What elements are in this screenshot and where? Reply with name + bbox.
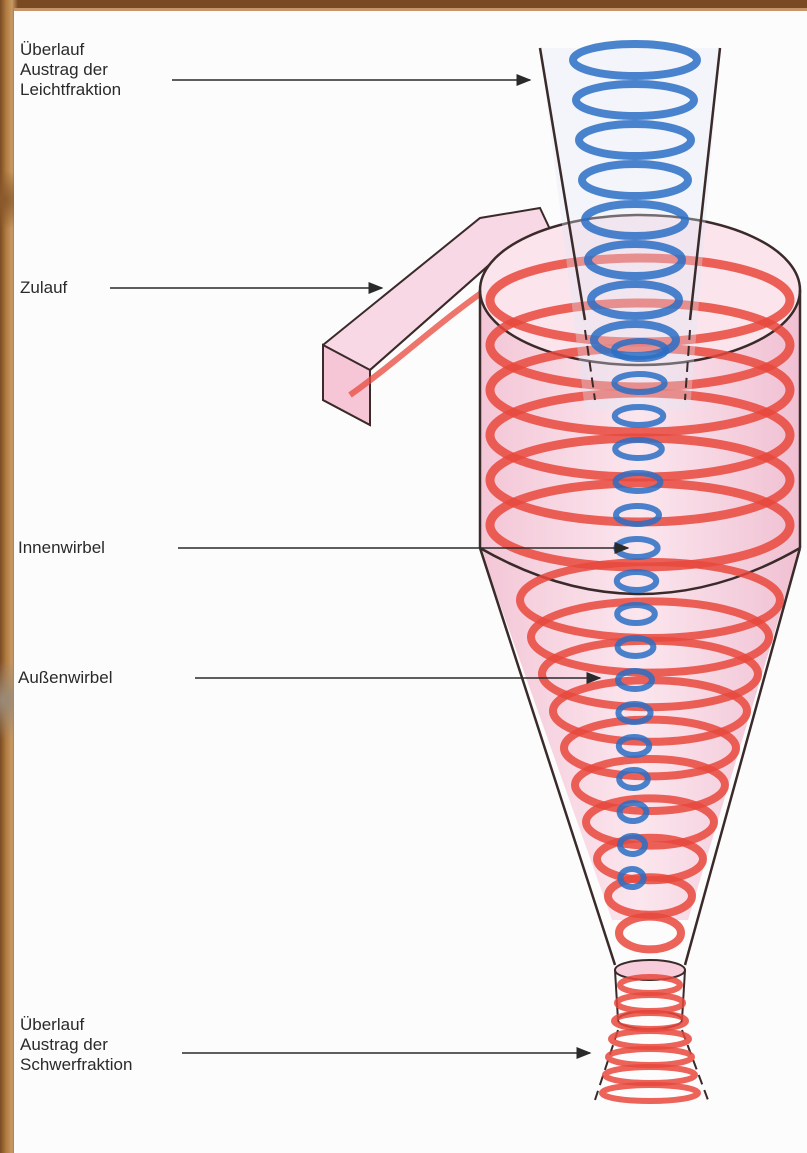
outer-vortex-loop	[617, 995, 683, 1011]
label-overflow-light: Überlauf Austrag der Leichtfraktion	[20, 40, 121, 100]
outer-vortex-loop	[619, 917, 681, 950]
outer-vortex-loop	[605, 1067, 695, 1083]
outer-vortex-loop	[620, 977, 680, 993]
outer-vortex-loop	[614, 1013, 686, 1029]
outer-vortex-loop	[608, 1049, 692, 1065]
label-inlet: Zulauf	[20, 278, 67, 298]
label-inner-vortex: Innenwirbel	[18, 538, 105, 558]
label-overflow-heavy: Überlauf Austrag der Schwerfraktion	[20, 1015, 132, 1075]
outer-vortex-loop	[611, 1031, 689, 1047]
label-outer-vortex: Außenwirbel	[18, 668, 113, 688]
outer-vortex-loop	[602, 1085, 698, 1101]
